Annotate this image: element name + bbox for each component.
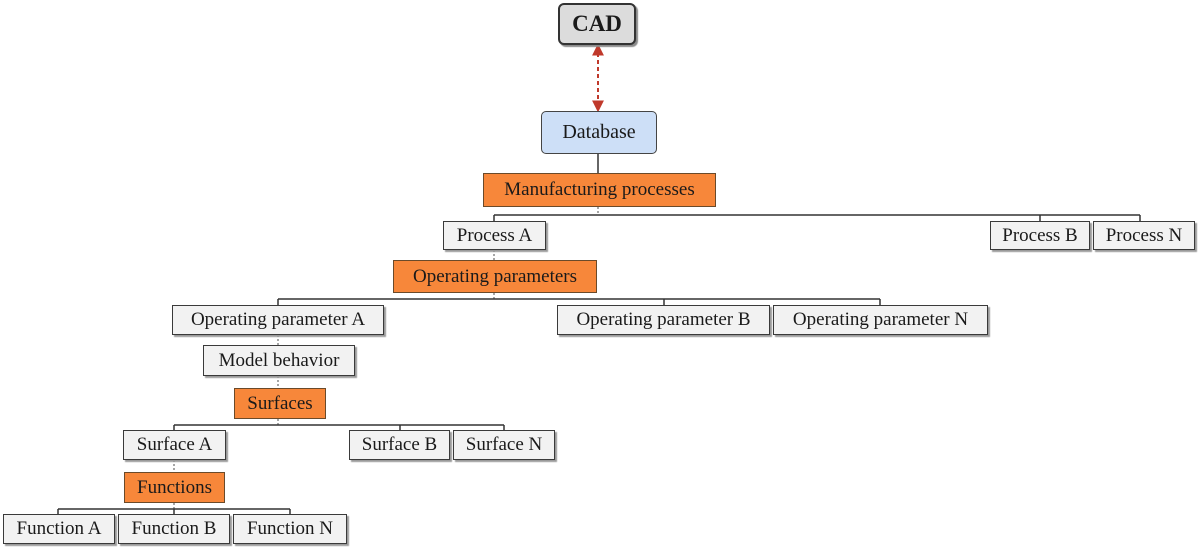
surface-n-node: Surface N [453,430,555,460]
operating-parameters-node: Operating parameters [393,260,597,293]
process-b-node: Process B [990,221,1090,250]
model-behavior-node: Model behavior [203,345,355,376]
process-a-node: Process A [443,221,546,250]
cad-node: CAD [558,3,636,45]
function-a-node: Function A [3,514,115,544]
functions-node: Functions [124,472,225,503]
operating-parameter-b-node: Operating parameter B [557,305,770,335]
process-n-node: Process N [1093,221,1195,250]
surface-a-node: Surface A [123,430,226,460]
database-node: Database [541,111,657,154]
operating-parameter-a-node: Operating parameter A [172,305,384,335]
surfaces-node: Surfaces [234,388,326,419]
manufacturing-processes-node: Manufacturing processes [483,173,716,207]
operating-parameter-n-node: Operating parameter N [773,305,988,335]
function-b-node: Function B [118,514,230,544]
surface-b-node: Surface B [349,430,450,460]
function-n-node: Function N [233,514,347,544]
